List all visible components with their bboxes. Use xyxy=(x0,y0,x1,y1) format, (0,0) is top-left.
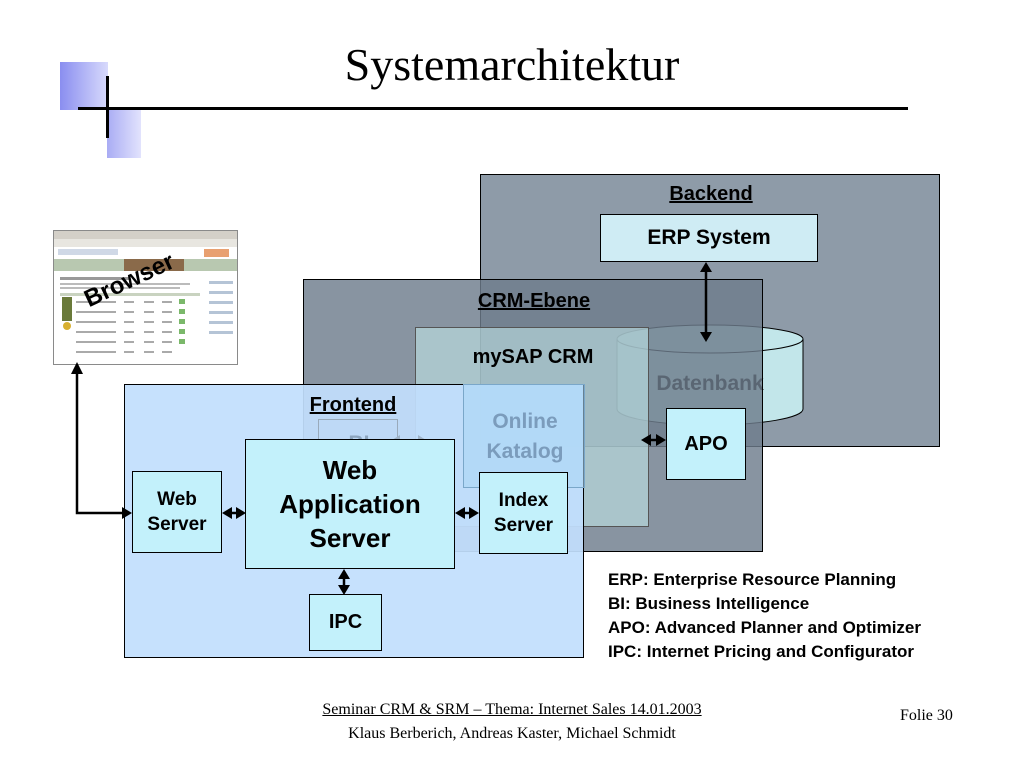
web-server-label: Web Server xyxy=(147,489,207,535)
online-katalog-label: Online Katalog xyxy=(486,410,564,463)
slide-footer: Seminar CRM & SRM – Thema: Internet Sale… xyxy=(212,698,812,746)
browser-screenshot xyxy=(53,230,238,365)
web-server-box: Web Server xyxy=(132,471,222,553)
backend-title: Backend xyxy=(669,183,753,205)
browser-webserver-connector xyxy=(75,372,124,515)
mysap-crm-label: mySAP CRM xyxy=(472,346,594,368)
footer-authors-line: Klaus Berberich, Andreas Kaster, Michael… xyxy=(348,725,676,742)
index-server-box: Index Server xyxy=(479,472,568,554)
erp-system-label: ERP System xyxy=(647,226,771,249)
abbreviation-legend: ERP: Enterprise Resource Planning BI: Bu… xyxy=(608,568,921,664)
apo-box: APO xyxy=(666,408,746,480)
crm-title: CRM-Ebene xyxy=(477,290,591,312)
ipc-box: IPC xyxy=(309,594,382,651)
legend-item: APO: Advanced Planner and Optimizer xyxy=(608,618,921,637)
index-server-label: Index Server xyxy=(493,490,554,536)
legend-item: ERP: Enterprise Resource Planning xyxy=(608,570,897,589)
title-decoration-vertical-line xyxy=(106,76,109,138)
browser-screenshot-image xyxy=(54,231,237,364)
web-application-server-box: Web Application Server xyxy=(245,439,455,569)
online-katalog-box: Online Katalog xyxy=(463,384,585,488)
slide-number: Folie 30 xyxy=(900,707,953,724)
ipc-label: IPC xyxy=(328,611,363,633)
apo-label: APO xyxy=(684,432,728,455)
web-application-server-label: Web Application Server xyxy=(279,455,421,553)
title-decoration-square-small xyxy=(107,110,141,158)
erp-system-box: ERP System xyxy=(600,214,818,262)
title-decoration-square xyxy=(60,62,108,110)
title-underline xyxy=(78,107,908,110)
legend-item: BI: Business Intelligence xyxy=(608,594,810,613)
footer-seminar-line: Seminar CRM & SRM – Thema: Internet Sale… xyxy=(322,701,702,718)
frontend-title: Frontend xyxy=(309,394,397,416)
legend-item: IPC: Internet Pricing and Configurator xyxy=(608,642,915,661)
slide-title: Systemarchitektur xyxy=(344,39,680,90)
